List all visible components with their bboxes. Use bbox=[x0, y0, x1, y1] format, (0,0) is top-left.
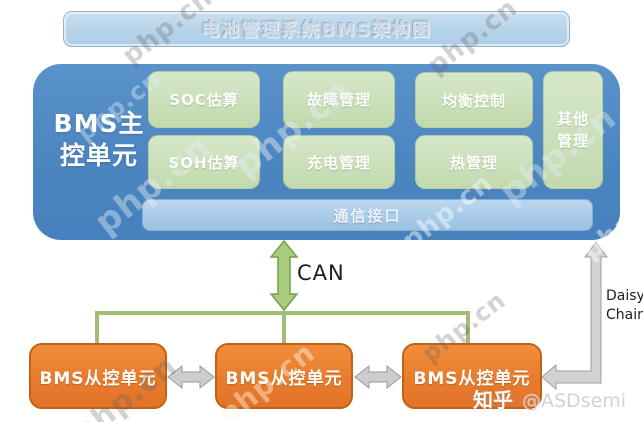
bms-slave-unit-2: BMS从控单元 bbox=[215, 343, 353, 409]
master-unit-label: BMS主 控单元 bbox=[43, 108, 155, 172]
slave-link-arrow-1 bbox=[167, 364, 215, 390]
daisy-chain-arrow bbox=[541, 241, 608, 391]
bms-slave-unit-3: BMS从控单元 bbox=[402, 343, 542, 409]
can-label: CAN bbox=[297, 261, 345, 285]
daisy-chain-label: Daisy Chain bbox=[606, 287, 643, 325]
bms-slave-unit-1: BMS从控单元 bbox=[29, 343, 167, 409]
slave-link-arrow-2 bbox=[354, 364, 402, 390]
daisy-chain-label-line1: Daisy bbox=[606, 288, 643, 304]
master-unit-label-line1: BMS主 bbox=[53, 109, 145, 138]
module-thermal-management: 热管理 bbox=[415, 135, 533, 189]
module-charge-management: 充电管理 bbox=[283, 135, 395, 189]
comm-interface-bar: 通信接口 bbox=[142, 199, 593, 231]
bms-master-unit-box: BMS主 控单元 SOC估算 故障管理 均衡控制 SOH估算 充电管理 热管理 … bbox=[33, 64, 620, 240]
module-soh-estimation: SOH估算 bbox=[148, 135, 260, 189]
zhihu-logo-text: 知乎 bbox=[473, 388, 513, 412]
daisy-chain-label-line2: Chain bbox=[606, 306, 643, 323]
module-other-management: 其他管理 bbox=[543, 71, 603, 189]
author-handle: @ASDsemi bbox=[522, 390, 627, 412]
comm-interface-label: 通信接口 bbox=[333, 206, 402, 225]
diagram-title-banner: 电池管理系统BMS架构图 bbox=[63, 11, 570, 47]
can-bus-lines bbox=[95, 311, 470, 345]
module-fault-management: 故障管理 bbox=[283, 71, 395, 128]
diagram-title: 电池管理系统BMS架构图 bbox=[201, 20, 432, 41]
master-unit-label-line2: 控单元 bbox=[59, 141, 138, 170]
module-balance-control: 均衡控制 bbox=[415, 72, 533, 128]
zhihu-watermark: 知乎 @ASDsemi bbox=[473, 384, 626, 413]
can-arrow bbox=[269, 239, 299, 312]
module-soc-estimation: SOC估算 bbox=[148, 71, 260, 128]
